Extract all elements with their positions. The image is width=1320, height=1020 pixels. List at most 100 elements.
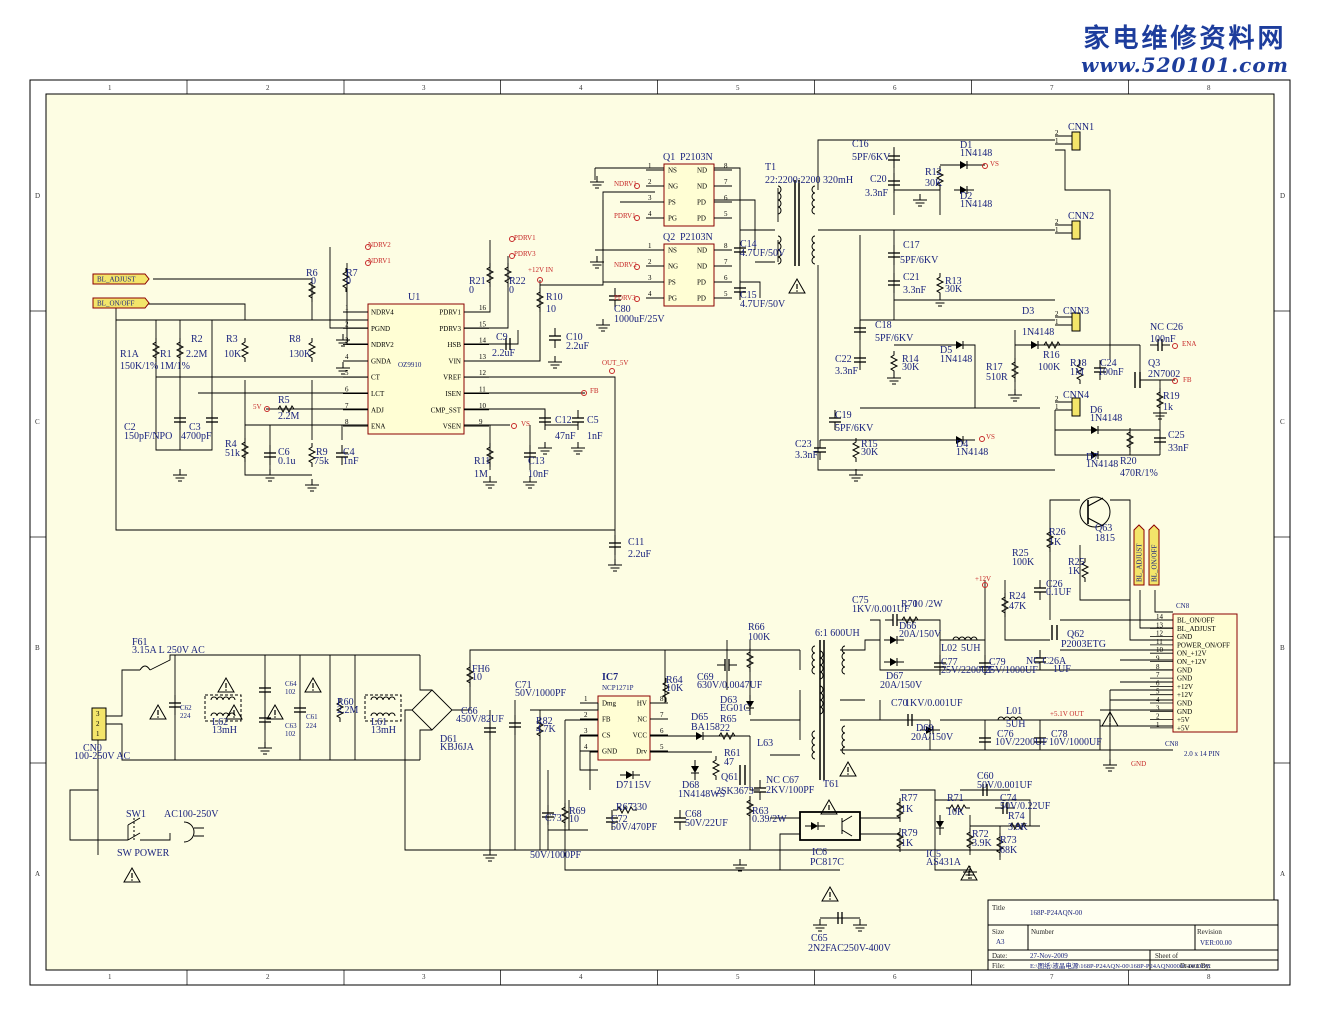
q1-pin-name-4: PG [668, 215, 677, 223]
label-172: L02 [941, 643, 957, 654]
label-133: 6:1 600UH [815, 628, 860, 639]
label-214: R72 [972, 829, 989, 840]
label-109: 100-250V AC [74, 751, 131, 762]
grid-col-bottom-7: 7 [1050, 973, 1054, 981]
label-41: 47nF [555, 431, 576, 442]
ic7-pin-name-7: NC [637, 716, 647, 724]
q1-pin-7: 7 [724, 178, 728, 186]
label-199: 0.1UF [1046, 587, 1072, 598]
q2-pin-5: 5 [724, 290, 728, 298]
ic_u1-pin-name-15: PDRV3 [439, 325, 461, 333]
label-187: 10V/2200UF [995, 737, 1048, 748]
file-label: File: [992, 962, 1005, 970]
port-flag-text-1: BL_ON/OFF [97, 300, 134, 308]
q1-part: P2103N [680, 152, 713, 163]
label-34: C9 [496, 332, 508, 343]
net-label-7: PDRV3 [614, 294, 636, 302]
label-130: 630V/0.0047UF [697, 680, 763, 691]
label-203: P2003ETG [1061, 639, 1106, 650]
small-value-5: C64 [285, 680, 297, 688]
label-134: D65 [691, 712, 708, 723]
label-129: C69 [697, 672, 714, 683]
cn8-pin-name-14: BL_ON/OFF [1177, 617, 1214, 625]
cn8-pin-3: 3 [1156, 704, 1160, 712]
grid-col-bottom-2: 2 [266, 973, 270, 981]
label-63: 5PF/6KV [900, 255, 939, 266]
label-212: R74 [1008, 811, 1025, 822]
ic7-pin-2: 2 [584, 711, 588, 719]
sheet-inner-area [45, 93, 1275, 971]
label-208: R71 [947, 793, 964, 804]
grid-row-right-B: B [1280, 644, 1285, 652]
label-157: R63 [752, 806, 769, 817]
net-label-12: 5V [253, 403, 262, 411]
grid-row-left-B: B [35, 644, 40, 652]
net-label-9: OUT_5V [602, 359, 628, 367]
label-148: 15V [634, 780, 652, 791]
small-value-1: 102 [285, 688, 296, 696]
label-45: 1M [474, 469, 488, 480]
size-value: A3 [996, 938, 1005, 946]
label-152: 330 [632, 802, 647, 813]
label-162: 50V/1000PF [530, 850, 582, 861]
svg-text:3: 3 [96, 710, 100, 718]
label-228: D2 [960, 191, 972, 202]
grid-row-left-D: D [35, 192, 40, 200]
label-181: 1KV/0.001UF [905, 698, 963, 709]
ic7-ref: IC7 [602, 672, 618, 683]
cn8-pin-13: 13 [1156, 621, 1164, 629]
label-163: T61 [823, 779, 839, 790]
label-126: 4.7K [536, 724, 557, 735]
ic7-pin-7: 7 [660, 711, 664, 719]
label-165: PC817C [810, 857, 844, 868]
ic_u1-pin-5: 5 [345, 369, 349, 377]
cn8-pin-name-13: BL_ADJUST [1177, 625, 1216, 633]
port-vflag-shape-1 [1148, 524, 1160, 586]
label-78: R18 [1070, 358, 1087, 369]
label-154: 50V/470PF [611, 822, 658, 833]
label-224: C65 [811, 933, 828, 944]
ic7-part: NCP1271P [602, 684, 634, 692]
net-labels: NDRV2NDRV1PDRV1PDRV3NDRV1PDRV1NDRV2PDRV3… [253, 160, 1196, 768]
cn8-pin-1: 1 [1156, 721, 1160, 729]
label-221: 1K [901, 804, 914, 815]
label-97: 3.3nF [795, 450, 819, 461]
grid-col-bottom-4: 4 [579, 973, 583, 981]
label-156: 50V/22UF [685, 818, 728, 829]
q2-pin-name-3: PS [668, 279, 676, 287]
label-79: 1M [1070, 367, 1084, 378]
label-49: 2.2uF [628, 549, 652, 560]
label-67: 30K [945, 284, 963, 295]
net-label-16: VS [986, 433, 995, 441]
label-207: 50V/0.001UF [977, 780, 1033, 791]
grid-row-left-C: C [35, 418, 40, 426]
ic_u1-pin-16: 16 [479, 304, 487, 312]
connector-cn0: 3 2 1 [91, 707, 107, 741]
label-62: C17 [903, 240, 920, 251]
label-167: 1KV/0.001UF [852, 604, 910, 615]
grid-col-top-2: 2 [266, 84, 270, 92]
cnn-pin1-4: 1 [1055, 403, 1059, 411]
small-value-7: C61 [306, 713, 318, 721]
label-184: L01 [1006, 706, 1022, 717]
grid-col-bottom-6: 6 [893, 973, 897, 981]
u1-ref: U1 [408, 292, 420, 303]
ic7-pin-1: 1 [584, 695, 588, 703]
size-label: Size [992, 928, 1004, 936]
label-58: C20 [870, 174, 887, 185]
label-155: C68 [685, 809, 702, 820]
label-205: 1UF [1053, 664, 1071, 675]
u1-part: OZ9910 [398, 361, 422, 369]
label-26: R4 [225, 439, 237, 450]
label-227: 1N4148 [960, 148, 992, 159]
label-186: C76 [997, 729, 1014, 740]
net-label-13: VS [990, 160, 999, 168]
label-103: 470R/1% [1120, 468, 1158, 479]
label-188: C78 [1051, 729, 1068, 740]
cnn-box-4 [1071, 397, 1081, 417]
label-75: 100nF [1150, 334, 1176, 345]
label-89: 5PF/6KV [875, 333, 914, 344]
label-217: 68K [1000, 845, 1018, 856]
